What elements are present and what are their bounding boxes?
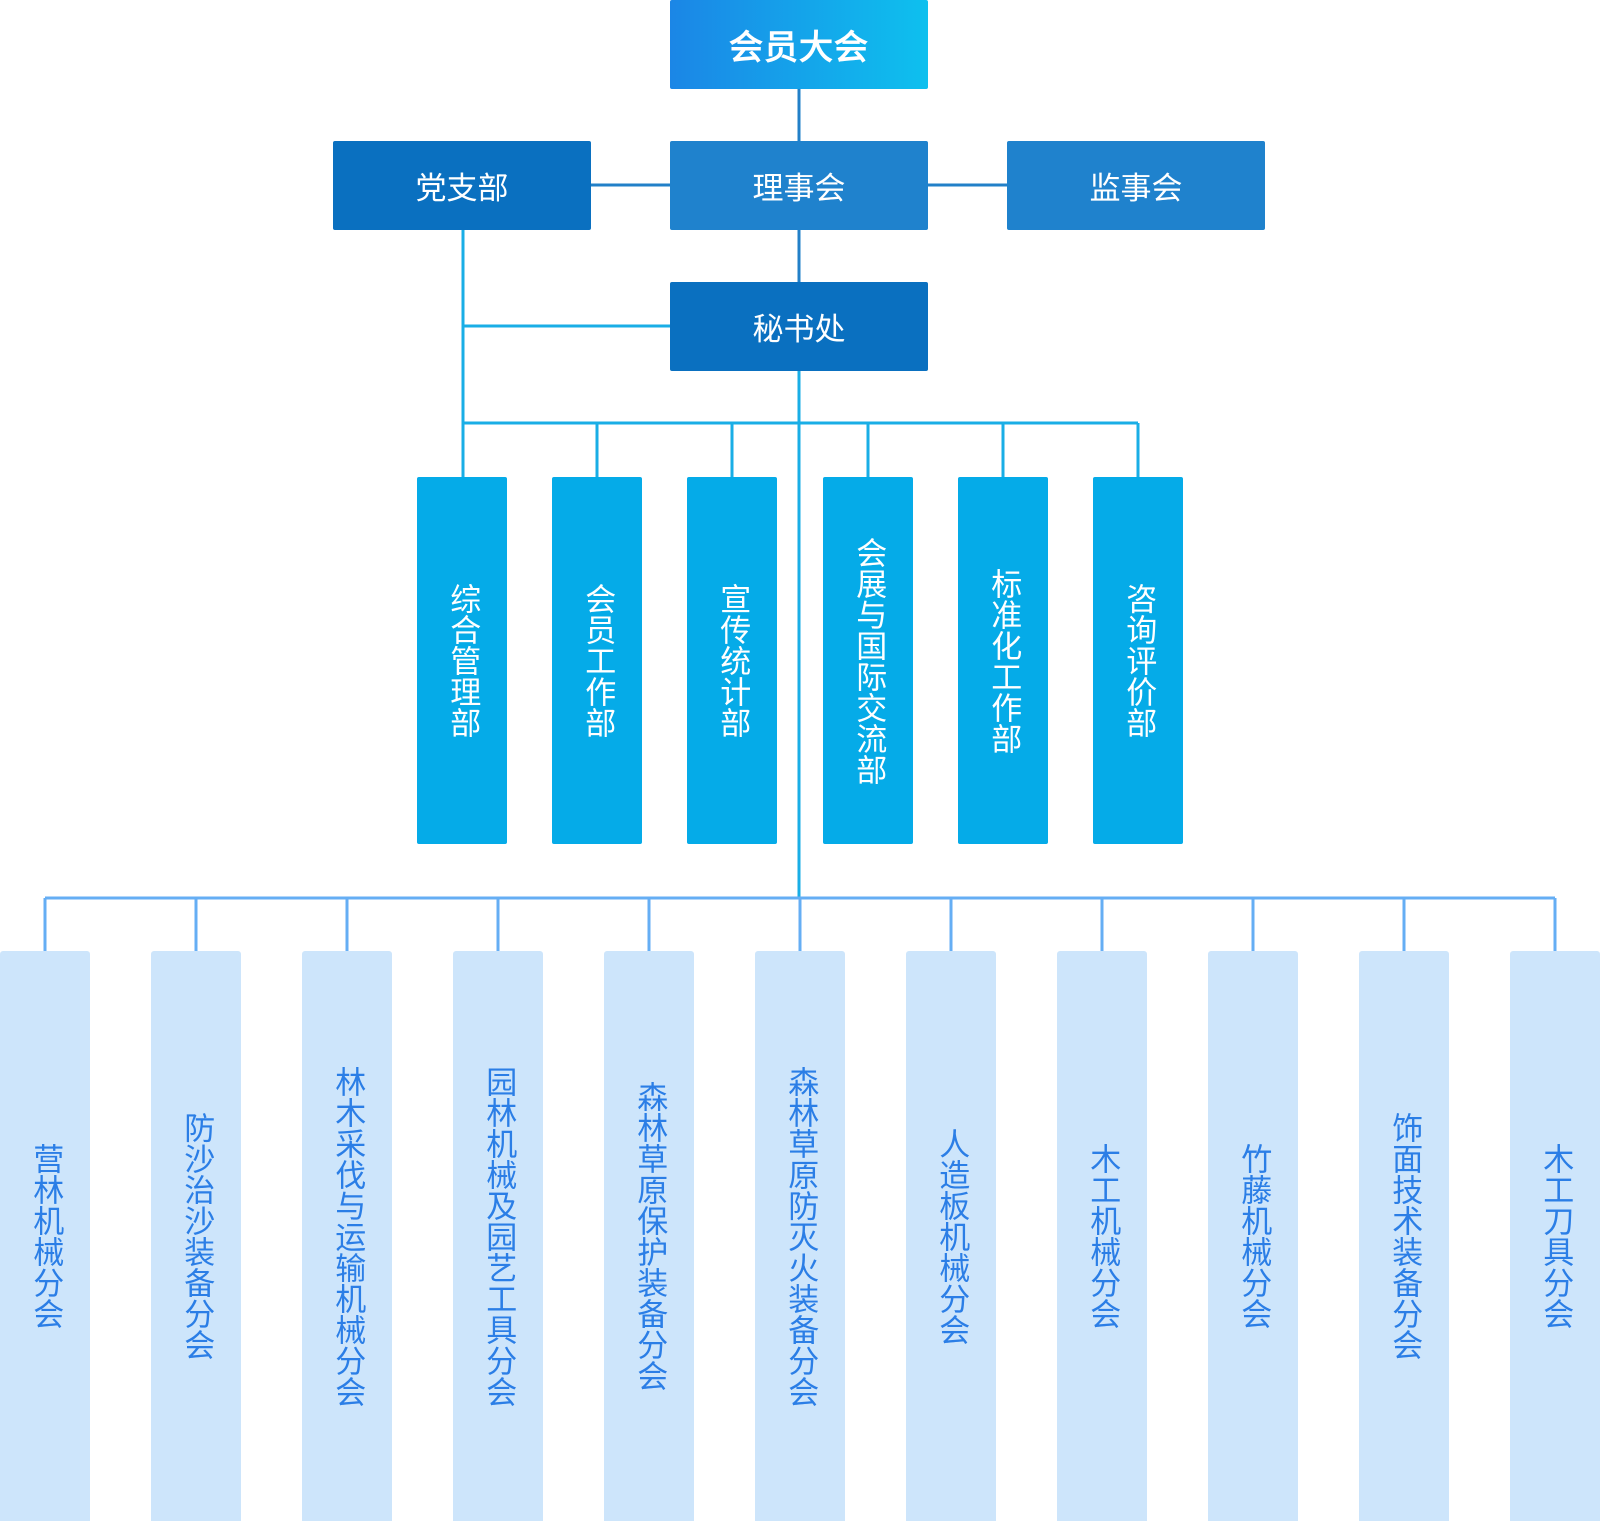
department-label: 咨询评价部 <box>1120 583 1157 738</box>
branch-node: 森林草原防灭火装备分会 <box>755 951 845 1521</box>
party-branch-label: 党支部 <box>415 171 509 207</box>
department-node: 综合管理部 <box>417 477 507 844</box>
branch-label: 森林草原保护装备分会 <box>631 1081 668 1391</box>
department-connectors <box>461 230 1140 898</box>
branch-label: 森林草原防灭火装备分会 <box>782 1065 819 1407</box>
branch-node: 竹藤机械分会 <box>1208 951 1298 1521</box>
department-node: 标准化工作部 <box>958 477 1048 844</box>
branch-node: 园林机械及园艺工具分会 <box>453 951 543 1521</box>
department-node: 会展与国际交流部 <box>823 477 913 844</box>
department-node: 会员工作部 <box>552 477 642 844</box>
branch-label: 饰面技术装备分会 <box>1386 1112 1423 1360</box>
department-label: 会展与国际交流部 <box>850 536 887 785</box>
party-branch-node: 党支部 <box>333 141 591 230</box>
department-node: 咨询评价部 <box>1093 477 1183 844</box>
council-label: 理事会 <box>752 171 846 207</box>
branch-label: 防沙治沙装备分会 <box>178 1112 215 1360</box>
council-node: 理事会 <box>670 141 928 230</box>
branch-node: 木工刀具分会 <box>1510 951 1600 1521</box>
branch-label: 木工刀具分会 <box>1537 1143 1574 1329</box>
branch-node: 森林草原保护装备分会 <box>604 951 694 1521</box>
branch-label: 园林机械及园艺工具分会 <box>480 1065 517 1407</box>
branch-label: 林木采伐与运输机械分会 <box>329 1065 366 1407</box>
branch-node: 木工机械分会 <box>1057 951 1147 1521</box>
general-assembly-label: 会员大会 <box>729 28 869 68</box>
branch-node: 人造板机械分会 <box>906 951 996 1521</box>
branch-label: 人造板机械分会 <box>933 1127 970 1345</box>
upper-connectors <box>591 89 1007 282</box>
branch-label: 竹藤机械分会 <box>1235 1143 1272 1329</box>
branch-label: 营林机械分会 <box>27 1143 64 1329</box>
branch-node: 饰面技术装备分会 <box>1359 951 1449 1521</box>
department-label: 会员工作部 <box>579 583 616 738</box>
branch-node: 林木采伐与运输机械分会 <box>302 951 392 1521</box>
department-label: 宣传统计部 <box>714 583 751 738</box>
supervisory-board-label: 监事会 <box>1089 171 1183 207</box>
department-node: 宣传统计部 <box>687 477 777 844</box>
branch-node: 营林机械分会 <box>0 951 90 1521</box>
branch-label: 木工机械分会 <box>1084 1143 1121 1329</box>
secretariat-label: 秘书处 <box>752 312 846 348</box>
supervisory-board-node: 监事会 <box>1007 141 1265 230</box>
secretariat-node: 秘书处 <box>670 282 928 371</box>
department-label: 综合管理部 <box>444 583 481 738</box>
branch-connectors <box>43 896 1557 951</box>
department-label: 标准化工作部 <box>985 567 1022 754</box>
general-assembly-node: 会员大会 <box>670 0 928 89</box>
branch-node: 防沙治沙装备分会 <box>151 951 241 1521</box>
